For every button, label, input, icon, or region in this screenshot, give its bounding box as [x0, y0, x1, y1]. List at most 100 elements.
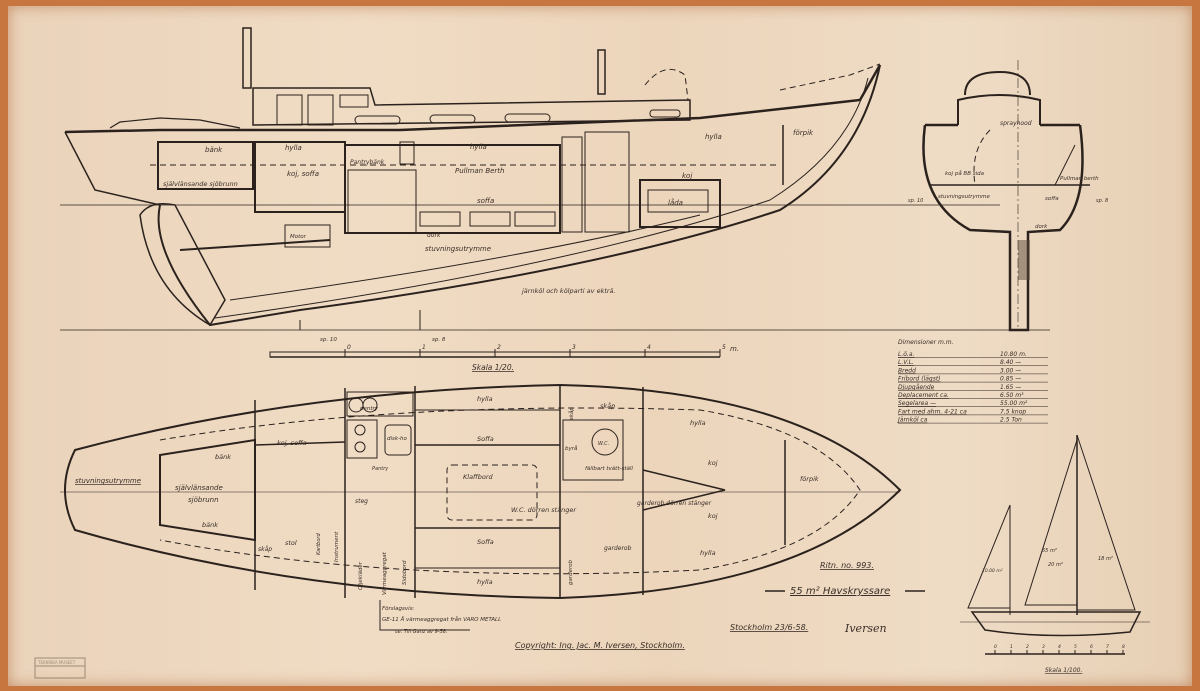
label-section-sp10: sp. 10 — [908, 198, 923, 204]
label-hylla: hylla — [477, 395, 493, 403]
label-instrument: Instrument — [334, 531, 340, 562]
deckhouse-top — [964, 70, 1031, 96]
scale-unit: m. — [730, 345, 739, 353]
drop-leaf-table — [446, 464, 538, 521]
label-section-soffa: soffa — [1045, 196, 1059, 202]
scale-label: Skala 1/20. — [472, 363, 514, 372]
dimension-value: 55.00 m² — [1000, 400, 1028, 407]
berth-line — [254, 441, 346, 446]
label-bank: bänk — [205, 146, 223, 154]
label-plan-bank: bänk — [215, 453, 231, 461]
mizzen-sail — [967, 504, 1011, 609]
label-soffa: Soffa — [477, 538, 494, 546]
sail-scale-tick-label: 6 — [1090, 644, 1093, 650]
label-section-stuvning: stuvningsutrymme — [938, 194, 990, 200]
label-stuvning: stuvningsutrymme — [425, 245, 491, 253]
locker-drawer — [514, 211, 556, 227]
cabin-sides — [957, 94, 1041, 125]
pentry-cabinet — [346, 391, 414, 417]
label-kartbord: Kartbord — [316, 533, 322, 555]
scale-tick-label: 0 — [347, 344, 351, 351]
label-koj: koj — [708, 512, 718, 520]
dimension-label: Fribord (lägst) — [898, 376, 941, 383]
pantry-cabinet — [347, 169, 417, 234]
dimensions-table: Dimensioner m.m. L.ö.a.10.80 m.L.V.L.8.4… — [897, 339, 1048, 424]
stove — [399, 141, 415, 165]
porthole — [649, 109, 681, 118]
burner-icon — [354, 424, 366, 436]
main-sail — [1024, 439, 1078, 606]
drawers — [561, 136, 583, 233]
head-compartment — [562, 419, 624, 481]
label-pantry: Pantry — [372, 466, 389, 472]
label-steg: steg — [355, 498, 368, 505]
dimension-value: 2.5 Ton — [1000, 417, 1022, 424]
label-mizzen-area: 10.00 m² — [982, 568, 1003, 574]
note-line3: se. Till Ganz av 9-58. — [395, 629, 448, 635]
label-koj: koj — [682, 172, 692, 180]
dimension-label: Djupgående — [898, 384, 935, 391]
hull-bottom — [157, 64, 881, 327]
label-klaffbord: Klaffbord — [463, 473, 494, 481]
label-fallbart: fällbart tvätt-ställ — [585, 466, 633, 472]
title-block: Ritn. no. 993. 55 m² Havskryssare Stockh… — [515, 561, 925, 650]
sail-scale-label: Skala 1/100. — [1045, 667, 1083, 674]
label-koj-soffa: koj, soffa — [287, 170, 319, 178]
label-plan-bank: bänk — [202, 521, 218, 529]
label-soffa: soffa — [477, 197, 494, 205]
dimension-label: Bredd — [898, 367, 916, 374]
label-section-koj: koj på BB sida — [945, 170, 985, 177]
dimension-value: 3.00 — — [1000, 367, 1021, 374]
label-oljeklader: Oljekläder — [358, 561, 364, 590]
pullman-arrow — [1054, 144, 1076, 186]
label-lada: låda — [668, 198, 683, 207]
cabin-outline-plan — [159, 407, 861, 575]
sink — [384, 424, 412, 456]
pulpit — [779, 63, 881, 91]
hull-section — [922, 124, 1084, 332]
stove-pipe — [597, 49, 606, 95]
dimensions-title: Dimensioner m.m. — [898, 339, 954, 346]
copyright: Copyright: Ing. Jac. M. Iversen, Stockho… — [515, 641, 685, 650]
label-spant10: sp. 10 — [320, 337, 337, 343]
label-varmeaggregat: Värmeaggregat — [382, 551, 388, 595]
label-plan-stuvning: stuvningsutrymme — [75, 477, 141, 485]
scale-tick-label: 3 — [572, 344, 576, 351]
label-jib-area: 18 m² — [1098, 556, 1113, 562]
stove-plan — [346, 419, 378, 459]
label-pullman: Pullman Berth — [455, 167, 505, 175]
scale-tick-label: 2 — [497, 344, 501, 351]
engine — [284, 224, 331, 248]
sail-scale-tick-label: 4 — [1058, 644, 1061, 650]
dimension-value: 7.5 knop — [1000, 408, 1026, 415]
cabin-window — [339, 94, 369, 108]
label-main-area: 55 m² — [1042, 548, 1057, 554]
dimension-label: Järnköl ca — [897, 417, 928, 424]
label-section-pullman: Pullman berth — [1060, 176, 1099, 182]
forward-drawer — [647, 189, 709, 213]
signature: Iversen — [844, 622, 887, 635]
label-forpik: förpik — [793, 129, 814, 137]
label-pentry: pentry — [359, 406, 379, 412]
v-berth — [642, 469, 726, 511]
cabin-trunk — [252, 87, 691, 126]
dimension-row: Deplacement ca. 6.50 m³ — [898, 392, 1048, 399]
dimension-row: Segelarea — 55.00 m² — [898, 400, 1048, 407]
dimension-label: Segelarea — — [898, 400, 936, 407]
sail-scale-tick-label: 8 — [1122, 644, 1125, 650]
dimension-label: Deplacement ca. — [898, 392, 949, 399]
head-door — [584, 131, 630, 233]
forward-berth — [639, 179, 721, 228]
sail-scale-tick-label: 7 — [1106, 644, 1109, 650]
label-jarnkol: järnköl och kölparti av ekträ. — [521, 287, 616, 295]
label-wc-door: W.C. dörren stänger — [511, 506, 577, 514]
scale-tick-label: 5 — [722, 344, 726, 351]
dimension-value: 6.50 m³ — [1000, 392, 1024, 399]
dimension-row: Fribord (lägst)0.85 — — [898, 376, 1048, 383]
